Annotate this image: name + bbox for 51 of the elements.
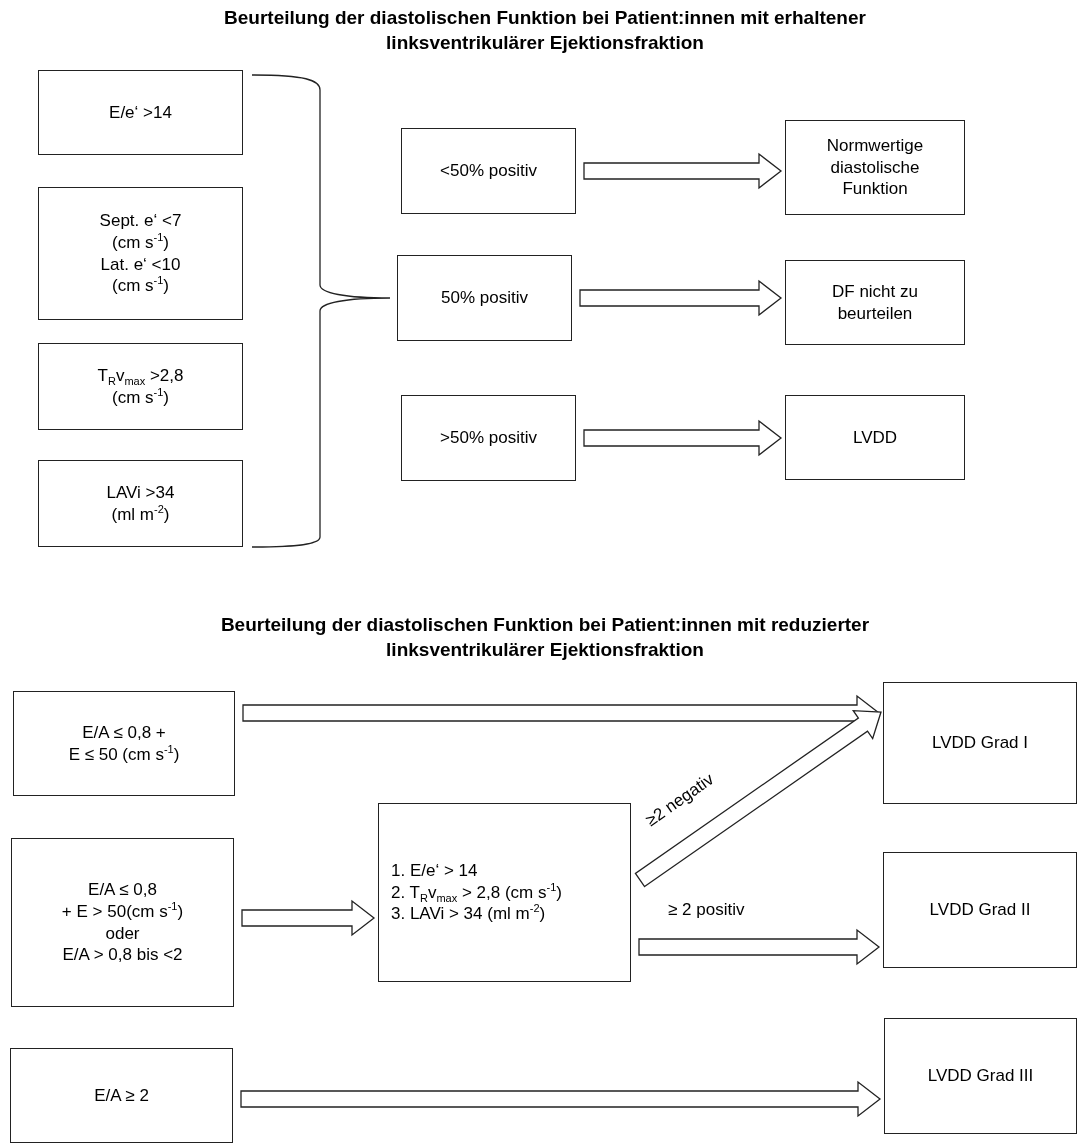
box-text: E/e‘ >14 xyxy=(109,101,172,124)
box-text: 1. E/e‘ > 14 xyxy=(391,859,478,882)
box-text: Sept. e‘ <7 (cm s$^{-1}$) xyxy=(98,210,183,254)
box-text: E ≤ 50 (cm s$^{-1}$) xyxy=(68,743,180,766)
box-text: <50% positiv xyxy=(440,160,537,182)
process-box xyxy=(10,1048,233,1143)
box-text: Lat. e‘ <10 (cm s$^{-1}$) xyxy=(99,253,182,297)
box-text: E/A ≥ 2 xyxy=(94,1084,149,1107)
block-arrow xyxy=(583,152,783,190)
process-box xyxy=(401,395,576,481)
process-box xyxy=(785,260,965,345)
process-box xyxy=(785,395,965,480)
block-arrow xyxy=(634,709,882,888)
block-arrow xyxy=(579,279,783,317)
process-box xyxy=(13,691,235,796)
process-box xyxy=(397,255,572,341)
box-text: E/A ≤ 0,8 + xyxy=(82,721,166,744)
box-text: >50% positiv xyxy=(440,427,537,449)
process-box xyxy=(401,128,576,214)
box-text: 3. LAVi > 34 (ml m$^{-2}$) xyxy=(391,903,546,926)
box-text: LVDD Grad III xyxy=(927,1065,1034,1087)
box-text: LAVi >34 (ml m$^{-2}$) xyxy=(105,481,176,526)
block-arrow xyxy=(241,899,376,937)
process-box xyxy=(38,460,243,547)
process-box xyxy=(884,1018,1077,1134)
box-text: oder xyxy=(105,922,140,945)
box-text: 50% positiv xyxy=(441,287,528,309)
box-text: + E > 50(cm s$^{-1}$) xyxy=(61,900,184,923)
box-text: Normwertige diastolische Funktion xyxy=(825,134,925,201)
diagram-title: Beurteilung der diastolischen Funktion bei Patient:innen mit erhaltener linksventrikulärer Ejektionsfraktion xyxy=(223,6,867,55)
block-arrow xyxy=(240,1080,882,1118)
process-box xyxy=(378,803,631,982)
process-box xyxy=(785,120,965,215)
section-title: Beurteilung der diastolischen Funktion bei Patient:innen mit reduzierter linksventrikulärer Ejektionsfraktion xyxy=(219,613,871,662)
box-text: T$_{R}$v$_{max}$ >2,8 (cm s$^{-1}$) xyxy=(96,364,185,409)
process-box xyxy=(11,838,234,1007)
box-text: LVDD Grad II xyxy=(929,899,1031,921)
box-text: 2. T$_{R}$v$_{max}$ > 2,8 (cm s$^{-1}$) xyxy=(391,881,562,904)
process-box xyxy=(883,852,1077,968)
edge-label: ≥ 2 positiv xyxy=(666,900,747,920)
process-box xyxy=(38,70,243,155)
process-box xyxy=(38,343,243,430)
box-text: LVDD Grad I xyxy=(931,732,1029,754)
process-box xyxy=(38,187,243,320)
box-text: E/A > 0,8 bis <2 xyxy=(62,944,183,966)
block-arrow xyxy=(583,419,783,457)
box-text: E/A ≤ 0,8 xyxy=(88,879,157,901)
process-box xyxy=(883,682,1077,804)
block-arrow xyxy=(638,928,881,966)
box-text: DF nicht zu beurteilen xyxy=(831,280,919,325)
box-text: LVDD xyxy=(852,426,898,449)
